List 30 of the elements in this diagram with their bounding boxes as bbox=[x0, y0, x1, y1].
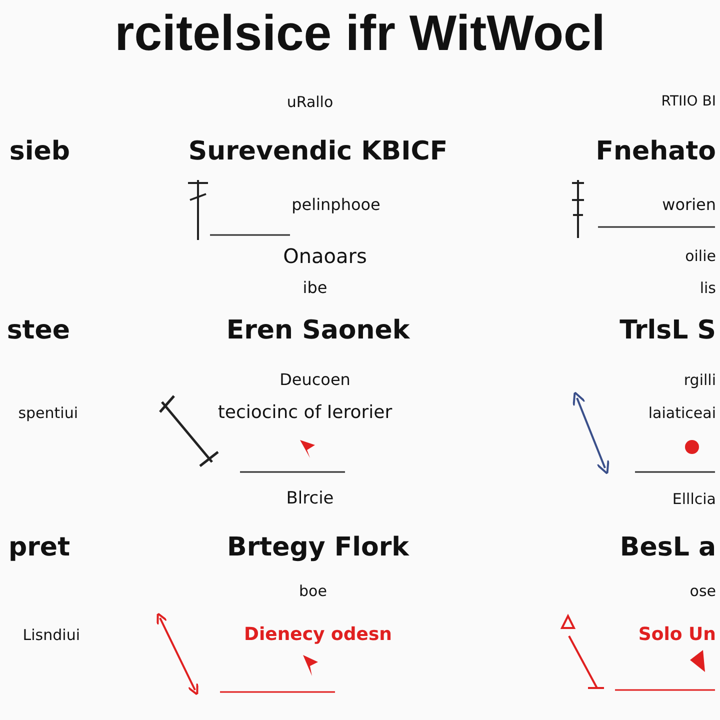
heading-label: Eren Saonek bbox=[226, 316, 410, 346]
text-label: ibe bbox=[302, 279, 328, 297]
heading-label: BesL a bbox=[620, 534, 716, 562]
text-label: RTIIO BI bbox=[661, 94, 716, 110]
text-label: uRallo bbox=[286, 94, 334, 110]
heading-label: pret bbox=[8, 534, 70, 562]
text-label: rgilli bbox=[684, 372, 716, 388]
heading-label: Fnehato bbox=[596, 138, 716, 166]
heading-label: Dienecy odesn bbox=[244, 625, 392, 645]
heading-label: Solo Un bbox=[638, 625, 716, 645]
text-label: Elllcia bbox=[672, 490, 716, 508]
heading-label: sieb bbox=[9, 138, 70, 166]
text-label: Blrcie bbox=[286, 490, 334, 508]
text-label: boe bbox=[299, 582, 327, 600]
page-title: rcitelsice ifr WitWocl bbox=[114, 4, 606, 62]
text-label: worien bbox=[662, 196, 716, 214]
text-label: teciocinc of Ierorier bbox=[218, 403, 392, 423]
text-label: Deucoen bbox=[280, 371, 350, 389]
heading-label: stee bbox=[6, 316, 70, 346]
text-label: spentiui bbox=[18, 404, 78, 422]
text-label: Onaoars bbox=[283, 245, 367, 267]
heading-label: TrlsL S bbox=[620, 316, 716, 346]
text-label: pelinphooe bbox=[292, 196, 380, 214]
text-label: Lisndiui bbox=[22, 626, 80, 644]
text-label: lis bbox=[700, 280, 716, 296]
heading-label: Surevendic KBICF bbox=[188, 138, 448, 166]
text-label: oilie bbox=[685, 248, 716, 264]
text-label: ose bbox=[690, 582, 716, 600]
text-label: laiaticeai bbox=[648, 404, 716, 422]
heading-label: Brtegy Flork bbox=[227, 534, 409, 562]
